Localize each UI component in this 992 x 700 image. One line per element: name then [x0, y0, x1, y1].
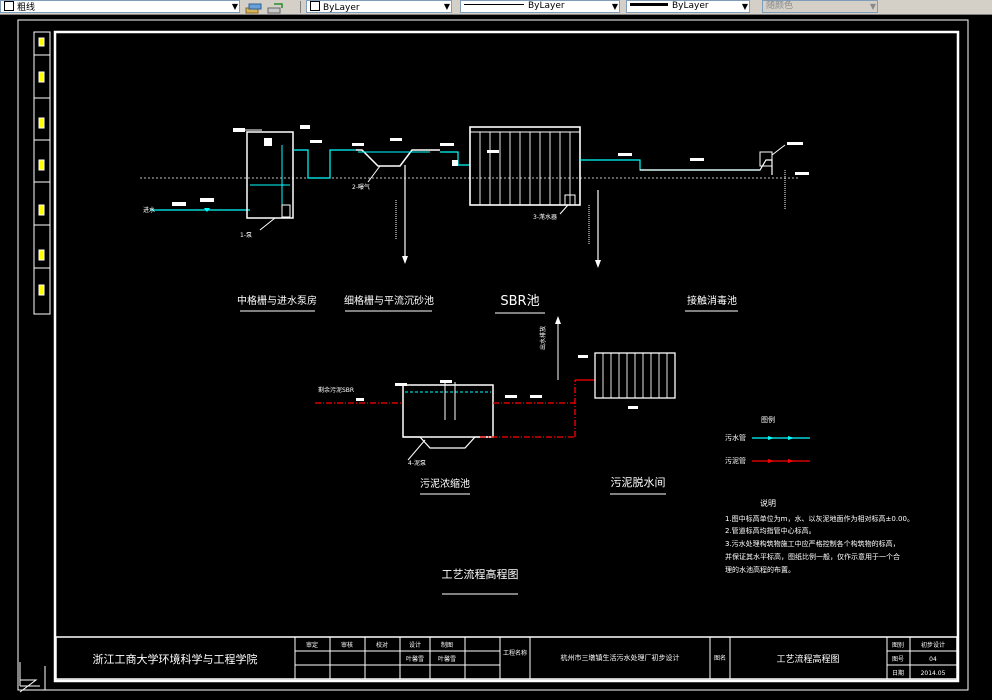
linetype-preview	[464, 4, 524, 5]
sheet-outer-frame	[17, 19, 969, 691]
note-line-1: 1.图中标高单位为m，水、以灰泥地面作为相对标高±0.00。	[725, 514, 914, 523]
make-object-layer-current-icon[interactable]	[244, 0, 264, 14]
lineweight-dropdown[interactable]: ByLayer ▼	[626, 0, 750, 13]
toolbar-separator	[300, 1, 301, 13]
left-margin-strip	[33, 31, 51, 315]
cad-drawing: 进水 1-泵 2-曝气	[17, 19, 969, 693]
drawing-border	[53, 30, 960, 683]
diagram-title: 工艺流程高程图	[442, 567, 519, 581]
outflow-label: 出水排放	[539, 326, 547, 350]
plotstyle-dropdown[interactable]: 随颜色 ▼	[762, 0, 878, 13]
aerated-grit-label: 2-曝气	[352, 183, 370, 191]
sludge-pump-label: 4-泥泵	[408, 459, 426, 467]
institution-name: 浙江工商大学环境科学与工程学院	[93, 652, 258, 666]
dewatering-room-label: 污泥脱水间	[611, 475, 666, 489]
inflow-label: 进水	[143, 206, 155, 214]
lower-sludge-flow: 剩余污泥SBR 4-泥泵 出水排放	[315, 316, 676, 467]
note-line-4: 并保证其水平标高，图纸比例一般，仅作示意用于一个合	[725, 552, 900, 561]
legend-title: 图例	[761, 415, 775, 424]
coarse-screen-label: 中格栅与进水泵房	[237, 294, 317, 307]
properties-toolbar: 粗线 ▼ ByLayer ▼ ByLayer ▼ ByLayer ▼ 随颜色 ▼	[0, 0, 992, 15]
drawing-canvas[interactable]: 进水 1-泵 2-曝气	[0, 14, 992, 696]
pump-label: 1-泵	[240, 232, 252, 239]
designer-name: 叶馨雪	[406, 655, 424, 663]
chevron-down-icon: ▼	[741, 2, 748, 11]
lineweight-dropdown-value: ByLayer	[672, 1, 709, 11]
project-label: 工程名称	[503, 649, 527, 657]
meta-key-number: 图号	[892, 656, 904, 663]
sbr-device-label: 3-滗水器	[533, 213, 557, 221]
plotstyle-dropdown-value: 随颜色	[766, 1, 794, 11]
note-line-2: 2.管道标高均指管中心标高。	[725, 526, 816, 535]
linetype-dropdown-value: ByLayer	[528, 1, 565, 11]
layer-dropdown[interactable]: 粗线 ▼	[0, 0, 240, 13]
lower-stage-labels: 污泥浓缩池 污泥脱水间	[420, 475, 666, 495]
note-line-5: 理的水池高程的布置。	[725, 565, 795, 574]
layer-dropdown-value: 粗线	[17, 3, 36, 13]
legend-water-pipe-label: 污水管	[725, 433, 746, 442]
role-draw: 制图	[441, 641, 453, 649]
chevron-down-icon: ▼	[611, 2, 618, 11]
chevron-down-icon: ▼	[231, 2, 238, 11]
upper-process-flow: 进水 1-泵 2-曝气	[140, 125, 809, 268]
notes: 说明 1.图中标高单位为m，水、以灰泥地面作为相对标高±0.00。 2.管道标高…	[725, 498, 914, 574]
meta-value-date: 2014.05	[921, 670, 946, 677]
title-block: 浙江工商大学环境科学与工程学院 审定 审核 校对 设计 制图 叶馨雪 叶馨雪 工…	[55, 636, 958, 680]
ucs-icon	[19, 662, 40, 693]
meta-value-type: 初步设计	[921, 641, 945, 649]
role-design: 设计	[409, 641, 421, 649]
upper-stage-labels: 中格栅与进水泵房 细格栅与平流沉砂池 SBR池 接触消毒池	[237, 294, 738, 314]
color-dropdown[interactable]: ByLayer ▼	[306, 0, 452, 13]
color-dropdown-value: ByLayer	[323, 3, 360, 13]
legend-sludge-pipe-label: 污泥管	[725, 456, 746, 465]
notes-title: 说明	[760, 498, 776, 508]
meta-key-type: 图别	[892, 641, 904, 649]
role-review: 审核	[341, 641, 353, 649]
sludge-from-sbr-label: 剩余污泥SBR	[318, 386, 354, 394]
color-swatch	[310, 1, 320, 11]
chevron-down-icon: ▼	[869, 2, 876, 11]
role-approve: 审定	[306, 641, 318, 649]
lineweight-preview	[630, 3, 668, 6]
legend: 图例 污水管 污泥管	[725, 415, 810, 465]
project-name: 杭州市三墩镇生活污水处理厂初步设计	[561, 653, 680, 662]
sludge-thickener-label: 污泥浓缩池	[420, 477, 470, 490]
drafter-name: 叶馨雪	[438, 655, 456, 663]
layer-color-swatch	[4, 1, 14, 11]
drawing-name: 工艺流程高程图	[776, 653, 839, 665]
layer-previous-icon[interactable]	[266, 0, 286, 14]
role-check: 校对	[376, 641, 388, 649]
linetype-dropdown[interactable]: ByLayer ▼	[460, 0, 620, 13]
meta-value-number: 04	[929, 656, 937, 663]
drawing-name-label: 图名	[714, 654, 726, 662]
sbr-label: SBR池	[500, 294, 539, 309]
disinfection-label: 接触消毒池	[687, 294, 737, 307]
meta-key-date: 日期	[892, 669, 904, 677]
note-line-3: 3.污水处理构筑物施工中应严格控制各个构筑物的标高，	[725, 539, 900, 548]
chevron-down-icon: ▼	[443, 2, 450, 11]
fine-screen-label: 细格栅与平流沉砂池	[344, 294, 434, 307]
